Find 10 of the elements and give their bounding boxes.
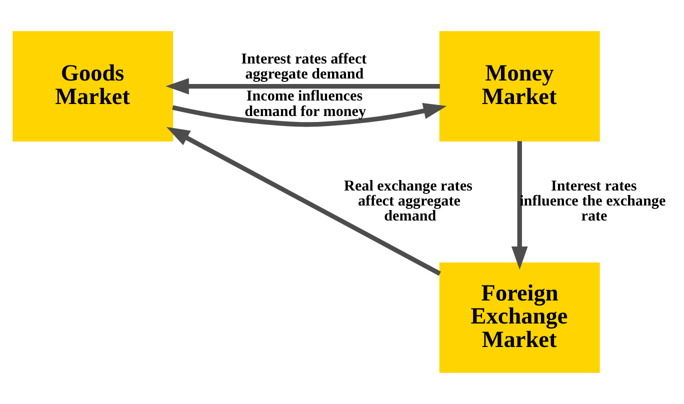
edge-label: Income influences demand for money (244, 88, 366, 120)
arrow (166, 78, 440, 94)
edge-label: Real exchange rates affect aggregate demand (344, 178, 472, 224)
node-box: Foreign Exchange Market (439, 262, 600, 373)
arrow (166, 126, 441, 276)
arrow (172, 102, 447, 127)
edge-label: Interest rates affect aggregate demand (241, 52, 367, 83)
node-box: Goods Market (12, 31, 174, 142)
node-box: Money Market (439, 31, 600, 142)
arrow (511, 141, 528, 270)
